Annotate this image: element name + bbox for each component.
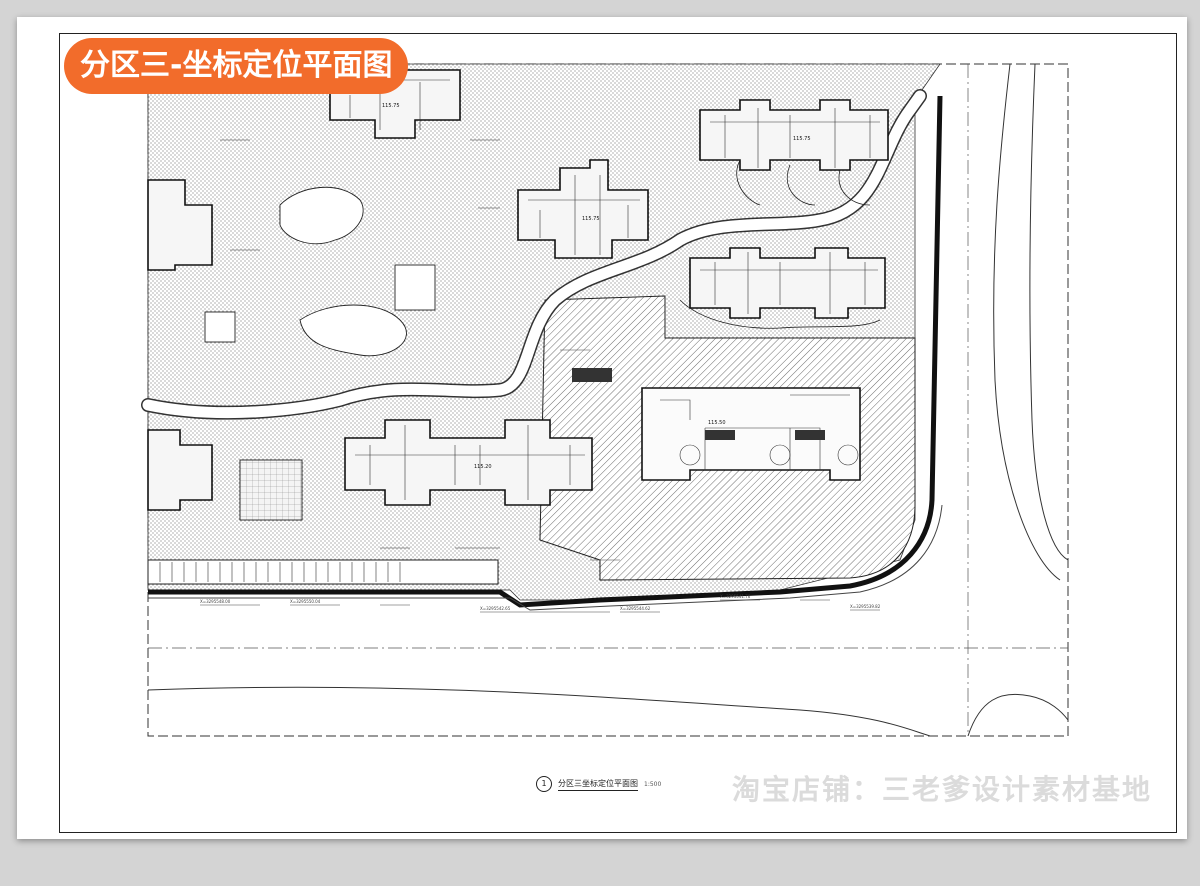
svg-text:X=3295542.65: X=3295542.65	[480, 606, 511, 611]
svg-text:X=3295544.62: X=3295544.62	[620, 606, 651, 611]
building-label: 115.75	[793, 136, 811, 142]
building-label: 115.20	[474, 464, 492, 470]
page-title: 分区三-坐标定位平面图	[64, 38, 409, 94]
svg-text:X=3295548.00: X=3295548.00	[200, 599, 231, 604]
building-label: 115.50	[708, 420, 726, 426]
drawing-caption: 1 分区三坐标定位平面图 1:500	[536, 775, 661, 793]
drawing-caption-text: 分区三坐标定位平面图	[558, 778, 638, 791]
drawing-scale: 1:500	[644, 780, 662, 788]
building-label: 115.75	[382, 103, 400, 109]
svg-text:X=3295539.82: X=3295539.82	[850, 604, 881, 609]
svg-text:X=3295541.76: X=3295541.76	[720, 594, 751, 599]
building-label: 115.75	[582, 216, 600, 222]
svg-text:X=3295550.04: X=3295550.04	[290, 599, 321, 604]
drawing-frame	[59, 33, 1177, 833]
drawing-number: 1	[536, 776, 552, 792]
watermark: 淘宝店铺：三老爹设计素材基地	[732, 773, 1153, 806]
